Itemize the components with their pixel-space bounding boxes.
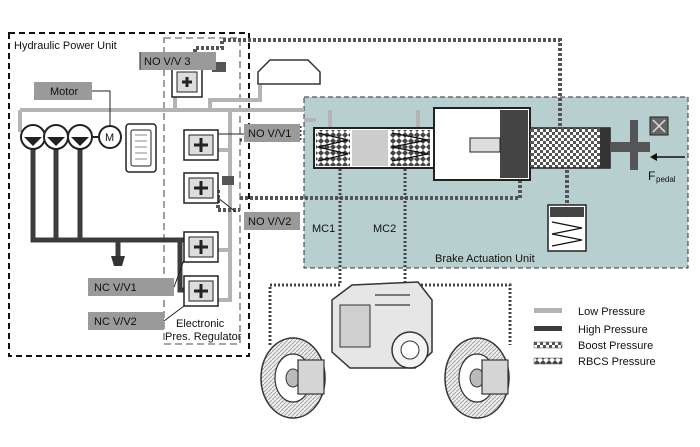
f-pedal-subscript: pedal <box>656 175 676 184</box>
electronic-pres-regulator-label-1: Electronic <box>176 318 225 330</box>
legend-label-boost: Boost Pressure <box>578 340 653 352</box>
low-pressure-lines <box>18 80 420 302</box>
electronic-pres-regulator-box <box>163 37 241 345</box>
hydraulic-power-unit-box <box>8 32 250 357</box>
no-vv1-valve <box>183 129 219 161</box>
motor-symbol-letter: M <box>105 132 114 144</box>
right-brake-disc <box>444 337 510 419</box>
left-brake-disc <box>260 337 326 419</box>
nc-vv2-tag <box>88 312 164 330</box>
accumulator <box>547 204 587 252</box>
nc-vv2-tag-label: NC V/V2 <box>94 316 137 328</box>
hydraulic-power-unit-label: Hydraulic Power Unit <box>14 40 117 52</box>
no-vv3-tag <box>140 52 216 70</box>
pump-1 <box>20 124 46 150</box>
legend-swatch-high <box>534 326 562 331</box>
nc-vv1-valve <box>183 231 219 263</box>
no-vv3-valve <box>171 62 226 98</box>
pressure-sensor <box>125 123 157 173</box>
no-vv2-tag <box>244 212 300 230</box>
legend: Low Pressure High Pressure Boost Pressur… <box>533 306 656 368</box>
nc-vv1-tag-label: NC V/V1 <box>94 282 137 294</box>
no-vv2-tag-label: NO V/V2 <box>248 216 291 228</box>
legend-swatch-rbcs <box>533 357 563 365</box>
high-pressure-lines <box>30 148 185 293</box>
legend-label-low: Low Pressure <box>578 306 645 318</box>
motor-tag-label: Motor <box>50 86 78 98</box>
f-pedal-label: F <box>648 169 655 183</box>
nc-vv2-valve <box>183 275 219 307</box>
nc-vv1-tag <box>88 278 174 296</box>
legend-label-rbcs: RBCS Pressure <box>578 356 656 368</box>
reservoir-symbol <box>111 256 125 266</box>
pump-2 <box>43 124 69 150</box>
electronic-pres-regulator-label-2: Pres. Regulator <box>165 331 242 343</box>
legend-label-high: High Pressure <box>578 324 648 336</box>
motor-tag <box>34 82 92 100</box>
no-vv3-tag-label: NO V/V 3 <box>144 56 190 68</box>
master-cylinder <box>313 107 650 181</box>
legend-swatch-boost <box>533 341 563 349</box>
mc1-label: MC1 <box>312 223 335 235</box>
legend-swatch-low <box>534 308 562 313</box>
brake-fluid-reservoir <box>257 59 321 85</box>
pump-3 <box>67 124 93 150</box>
brake-actuation-unit-label: Brake Actuation Unit <box>435 253 535 265</box>
abs-modulator <box>331 281 433 369</box>
no-vv1-tag <box>244 124 300 142</box>
no-vv2-valve <box>183 172 234 204</box>
no-vv1-tag-label: NO V/V1 <box>248 128 291 140</box>
mc2-label: MC2 <box>373 223 396 235</box>
